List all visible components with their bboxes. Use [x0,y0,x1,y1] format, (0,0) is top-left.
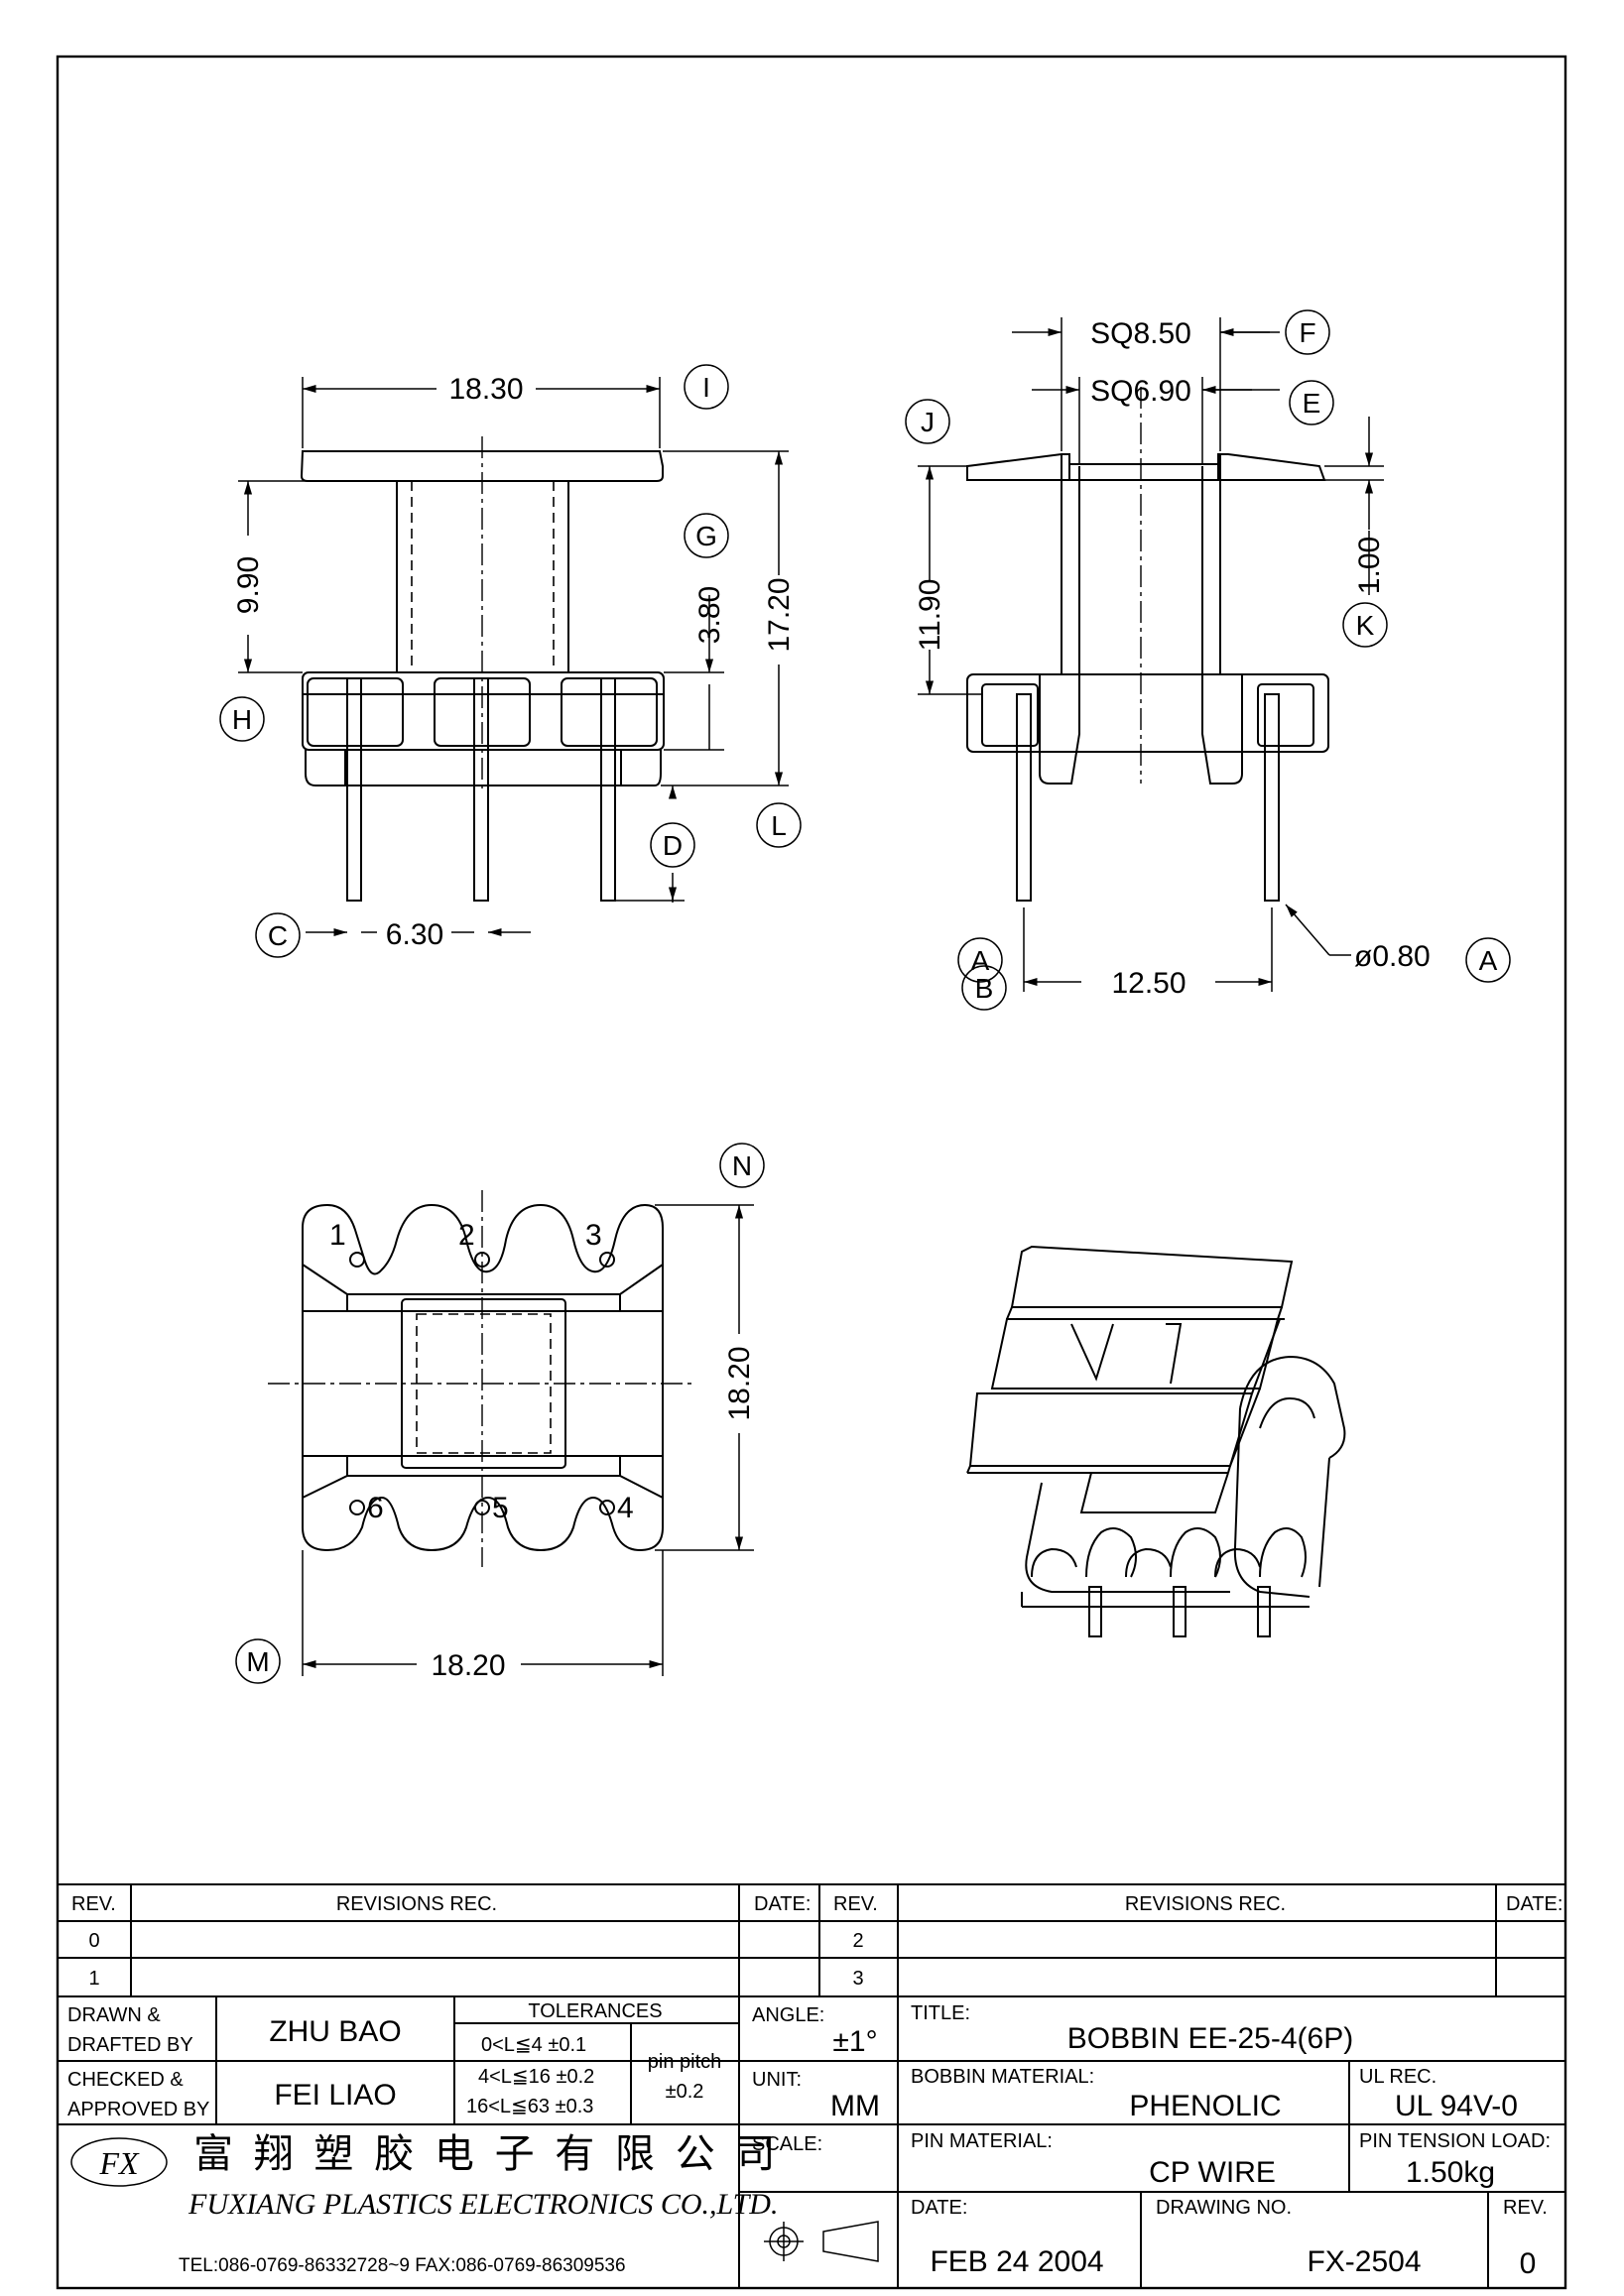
pin-5: 5 [492,1492,509,1524]
dim-phi0-80: ø0.80 [1354,940,1431,973]
callout-c: C [268,920,288,951]
callout-g: G [695,521,717,551]
callout-f: F [1299,317,1315,348]
callout-a: A [971,945,990,976]
ul-rec-label: UL REC. [1359,2066,1437,2088]
drawn-label-1: DRAWN & [67,2004,161,2026]
tolerance-2: 4<L≦16 ±0.2 [478,2066,594,2088]
pin-pitch-value: ±0.2 [666,2081,704,2103]
drawing-no-label: DRAWING NO. [1156,2197,1292,2219]
dim-9-90: 9.90 [232,556,265,614]
pin-material-value: CP WIRE [1149,2156,1276,2189]
dim-3-80: 3.80 [693,586,726,644]
callout-i: I [702,372,710,403]
rev-header-left: REV. [71,1893,116,1915]
checked-value: FEI LIAO [274,2079,396,2112]
callout-a-ref: A [1479,945,1498,976]
unit-label: UNIT: [752,2069,802,2091]
callout-h: H [232,704,252,735]
dim-sq8-50: SQ8.50 [1090,317,1191,350]
callout-e: E [1303,388,1321,419]
dim-12-50: 12.50 [1111,967,1186,1000]
drawn-label-2: DRAFTED BY [67,2034,193,2056]
rev-value: 0 [1520,2247,1537,2280]
dim-6-30: 6.30 [386,918,443,951]
callout-m: M [246,1646,269,1677]
pin-2: 2 [458,1219,475,1252]
dim-17-20: 17.20 [763,577,796,652]
angle-value: ±1° [832,2025,877,2058]
company-logo: FX [70,2137,168,2187]
dim-sq6-90: SQ6.90 [1090,375,1191,408]
pin-tension-label: PIN TENSION LOAD: [1359,2130,1551,2152]
checked-label-1: CHECKED & [67,2069,184,2091]
date-value: FEB 24 2004 [930,2245,1103,2278]
sheet-border [56,55,1567,2290]
rev-row-3: 3 [852,1968,863,1990]
scale-label: SCALE: [752,2133,822,2155]
unit-value: MM [830,2090,880,2122]
side-view: SQ8.50 SQ6.90 11.90 1.00 12.50 ø0.80 [914,317,1431,1000]
date-header-left: DATE: [754,1893,811,1915]
dim-11-90: 11.90 [914,579,946,652]
dim-18-20-vertical: 18.20 [723,1346,756,1420]
pin-tension-value: 1.50kg [1406,2156,1495,2189]
projection-symbol-icon [764,2221,879,2262]
logo-text: FX [98,2145,140,2181]
checked-label-2: APPROVED BY [67,2099,209,2120]
company-tel-fax: TEL:086-0769-86332728~9 FAX:086-0769-863… [179,2255,626,2276]
rev-label: REV. [1503,2197,1548,2219]
title-label: TITLE: [911,2002,970,2024]
drawn-value: ZHU BAO [269,2015,401,2048]
revisions-header-left: REVISIONS REC. [336,1893,497,1915]
bottom-view: 1 2 3 4 5 6 18.20 18.20 [268,1190,756,1682]
tolerance-3: 16<L≦63 ±0.3 [466,2096,593,2117]
rev-row-1: 1 [88,1968,99,1990]
callout-k: K [1356,610,1375,641]
callout-b: B [975,973,994,1004]
dim-18-20-horizontal: 18.20 [431,1649,505,1682]
callout-l: L [771,810,787,841]
date-label: DATE: [911,2197,967,2219]
date-header-right: DATE: [1506,1893,1562,1915]
title-block: REV. REVISIONS REC. DATE: REV. REVISIONS… [58,1883,1565,2289]
pin-pitch-label: pin pitch [648,2051,722,2073]
company-name-chinese: 富 翔 塑 胶 电 子 有 限 公 司 [193,2131,779,2177]
pin-6: 6 [367,1492,384,1524]
callout-j: J [921,407,935,437]
drawing-no-value: FX-2504 [1307,2245,1421,2278]
angle-label: ANGLE: [752,2004,824,2026]
revisions-header-right: REVISIONS REC. [1125,1893,1286,1915]
pin-4: 4 [617,1492,634,1524]
company-name-english: FUXIANG PLASTICS ELECTRONICS CO.,LTD. [187,2188,778,2221]
rev-row-0: 0 [88,1930,99,1952]
title-value: BOBBIN EE-25-4(6P) [1067,2022,1353,2055]
front-view: 18.30 9.90 3.80 17.20 6.30 [232,373,796,951]
pin-3: 3 [585,1219,602,1252]
rev-header-right: REV. [833,1893,878,1915]
isometric-view [966,1245,1346,1637]
callout-d: D [663,830,683,861]
pin-1: 1 [329,1219,346,1252]
tolerances-header: TOLERANCES [528,2000,662,2022]
rev-row-2: 2 [852,1930,863,1952]
ul-rec-value: UL 94V-0 [1395,2090,1518,2122]
bobbin-material-value: PHENOLIC [1129,2090,1281,2122]
callout-n: N [732,1150,752,1181]
pin-material-label: PIN MATERIAL: [911,2130,1053,2152]
callout-labels: B C D E F G H I J K L M N [219,309,1388,1684]
dim-18-30: 18.30 [448,373,523,406]
tolerance-1: 0<L≦4 ±0.1 [481,2034,586,2056]
bobbin-material-label: BOBBIN MATERIAL: [911,2066,1094,2088]
